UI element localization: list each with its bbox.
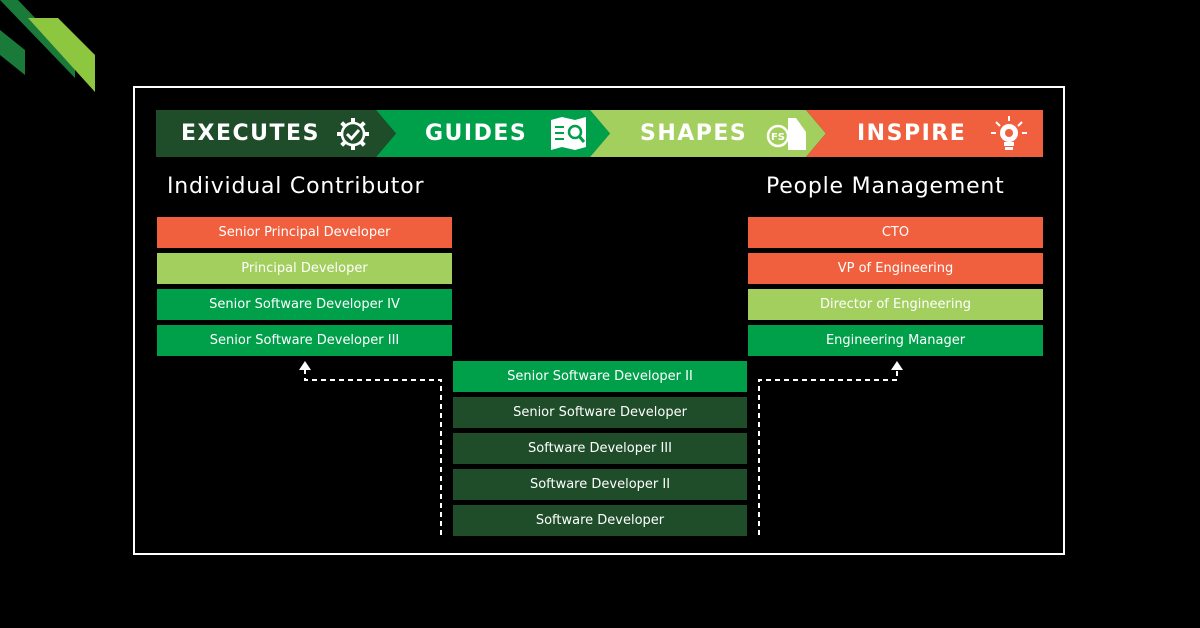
gear-check-icon	[337, 118, 369, 150]
shared-role-senior-software-developer-ii: Senior Software Developer II	[453, 361, 747, 392]
banner-label-executes: EXECUTES	[181, 121, 320, 146]
svg-text:FS: FS	[771, 132, 785, 143]
brand-logo	[0, 0, 95, 92]
ic-role-principal-developer: Principal Developer	[157, 253, 452, 284]
banner-label-guides: GUIDES	[425, 121, 528, 146]
pm-role-vp-of-engineering: VP of Engineering	[748, 253, 1043, 284]
shared-role-software-developer-iii: Software Developer III	[453, 433, 747, 464]
pm-role-engineering-manager: Engineering Manager	[748, 325, 1043, 356]
ic-role-senior-software-developer-iv: Senior Software Developer IV	[157, 289, 452, 320]
shared-role-software-developer: Software Developer	[453, 505, 747, 536]
banner-label-shapes: SHAPES	[640, 121, 748, 146]
banner-segment-inspire	[806, 110, 1043, 157]
individual-contributor-title: Individual Contributor	[167, 174, 425, 199]
crest-shape-icon: FS	[766, 118, 806, 150]
shared-role-senior-software-developer: Senior Software Developer	[453, 397, 747, 428]
ic-role-senior-software-developer-iii: Senior Software Developer III	[157, 325, 452, 356]
map-search-icon	[551, 117, 586, 150]
diagram-frame	[133, 86, 1065, 555]
ic-role-senior-principal-developer: Senior Principal Developer	[157, 217, 452, 248]
banner-label-inspire: INSPIRE	[857, 121, 967, 146]
pm-role-cto: CTO	[748, 217, 1043, 248]
pm-role-director-of-engineering: Director of Engineering	[748, 289, 1043, 320]
lightbulb-icon	[991, 116, 1027, 150]
people-management-title: People Management	[766, 174, 1005, 199]
shared-role-software-developer-ii: Software Developer II	[453, 469, 747, 500]
banner-segment-executes	[156, 110, 396, 157]
banner-segment-shapes	[590, 110, 826, 157]
